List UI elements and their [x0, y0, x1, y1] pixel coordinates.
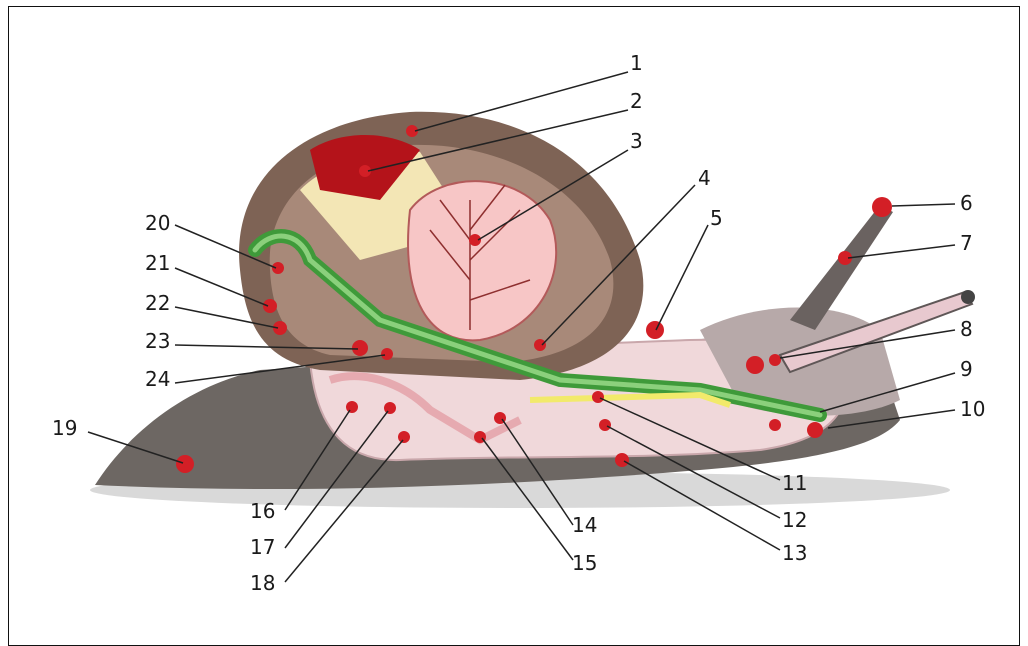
label-3: 3	[630, 129, 643, 153]
label-9: 9	[960, 357, 973, 381]
marker-10	[807, 422, 823, 438]
label-18: 18	[250, 571, 275, 595]
label-20: 20	[145, 211, 170, 235]
label-12: 12	[782, 508, 807, 532]
label-8: 8	[960, 317, 973, 341]
marker-20	[272, 262, 284, 274]
label-1: 1	[630, 51, 643, 75]
label-16: 16	[250, 499, 275, 523]
label-5: 5	[710, 206, 723, 230]
label-21: 21	[145, 251, 170, 275]
label-22: 22	[145, 291, 170, 315]
marker-19	[176, 455, 194, 473]
marker-5	[646, 321, 664, 339]
marker-21	[263, 299, 277, 313]
label-15: 15	[572, 551, 597, 575]
label-24: 24	[145, 367, 170, 391]
label-14: 14	[572, 513, 597, 537]
marker-16	[346, 401, 358, 413]
marker-10b	[769, 419, 781, 431]
upper-tentacle	[790, 205, 893, 330]
eye-marker	[872, 197, 892, 217]
label-19: 19	[52, 416, 77, 440]
marker-4	[534, 339, 546, 351]
marker-23	[352, 340, 368, 356]
marker-17	[384, 402, 396, 414]
marker-24	[381, 348, 393, 360]
marker-18	[398, 431, 410, 443]
snail-anatomy-diagram: 1 2 3 4 5 6 7 8 9 10 11 12 13 14 15 16 1…	[0, 0, 1028, 626]
label-17: 17	[250, 535, 275, 559]
label-6: 6	[960, 191, 973, 215]
label-13: 13	[782, 541, 807, 565]
label-23: 23	[145, 329, 170, 353]
marker-11	[592, 391, 604, 403]
label-2: 2	[630, 89, 643, 113]
marker-13	[615, 453, 629, 467]
diagram-canvas: 1 2 3 4 5 6 7 8 9 10 11 12 13 14 15 16 1…	[0, 0, 1028, 626]
lower-tentacle-tip	[961, 290, 975, 304]
label-10: 10	[960, 397, 985, 421]
label-11: 11	[782, 471, 807, 495]
label-7: 7	[960, 231, 973, 255]
label-4: 4	[698, 166, 711, 190]
marker-8b	[769, 354, 781, 366]
marker-12	[599, 419, 611, 431]
marker-8	[746, 356, 764, 374]
